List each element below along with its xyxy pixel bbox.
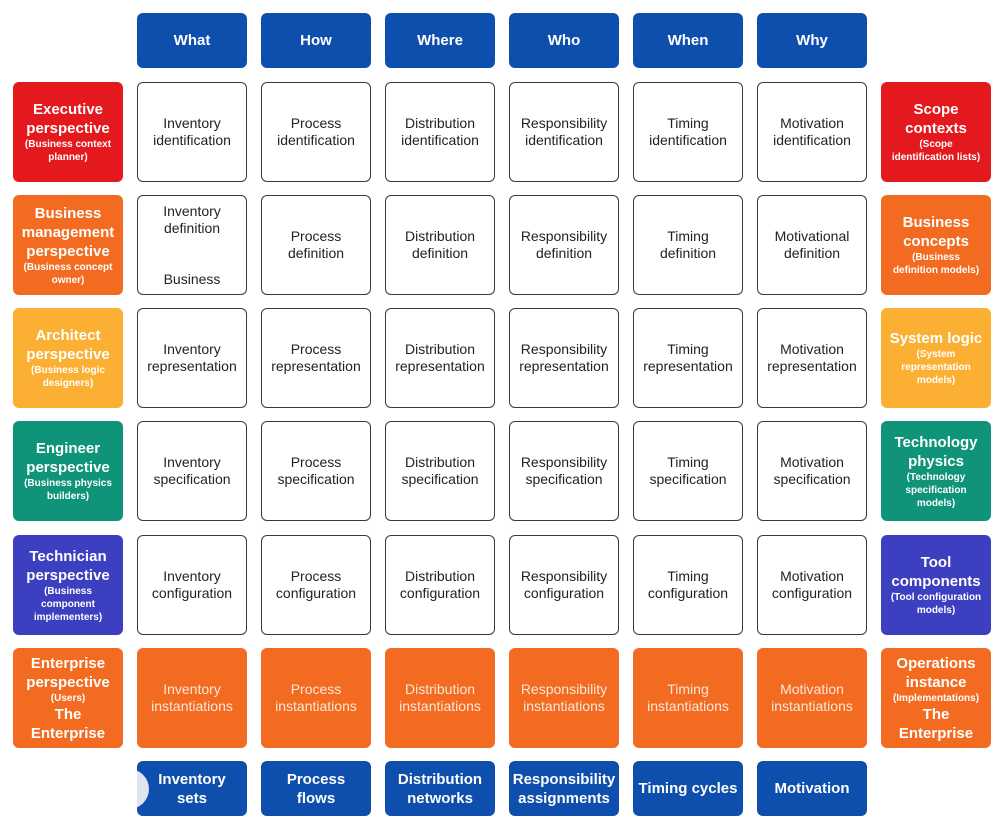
column-footer-label: Timing cycles <box>638 780 738 797</box>
column-header-when: When <box>633 13 743 68</box>
column-footer-label: Motivation <box>774 780 850 797</box>
decorative-circle-icon <box>137 768 149 809</box>
model-subtitle: (Implementations) <box>892 692 980 704</box>
column-header-who: Who <box>509 13 619 68</box>
model-title: System logic <box>889 330 983 347</box>
column-header-why: Why <box>757 13 867 68</box>
matrix-cell: Timing definition <box>633 195 743 295</box>
column-header-what: What <box>137 13 247 68</box>
perspective-subtitle: (Users) <box>50 692 86 704</box>
column-footer: Motivation <box>757 761 867 816</box>
column-footer: Timing cycles <box>633 761 743 816</box>
column-header-how: How <box>261 13 371 68</box>
column-header-where: Where <box>385 13 495 68</box>
